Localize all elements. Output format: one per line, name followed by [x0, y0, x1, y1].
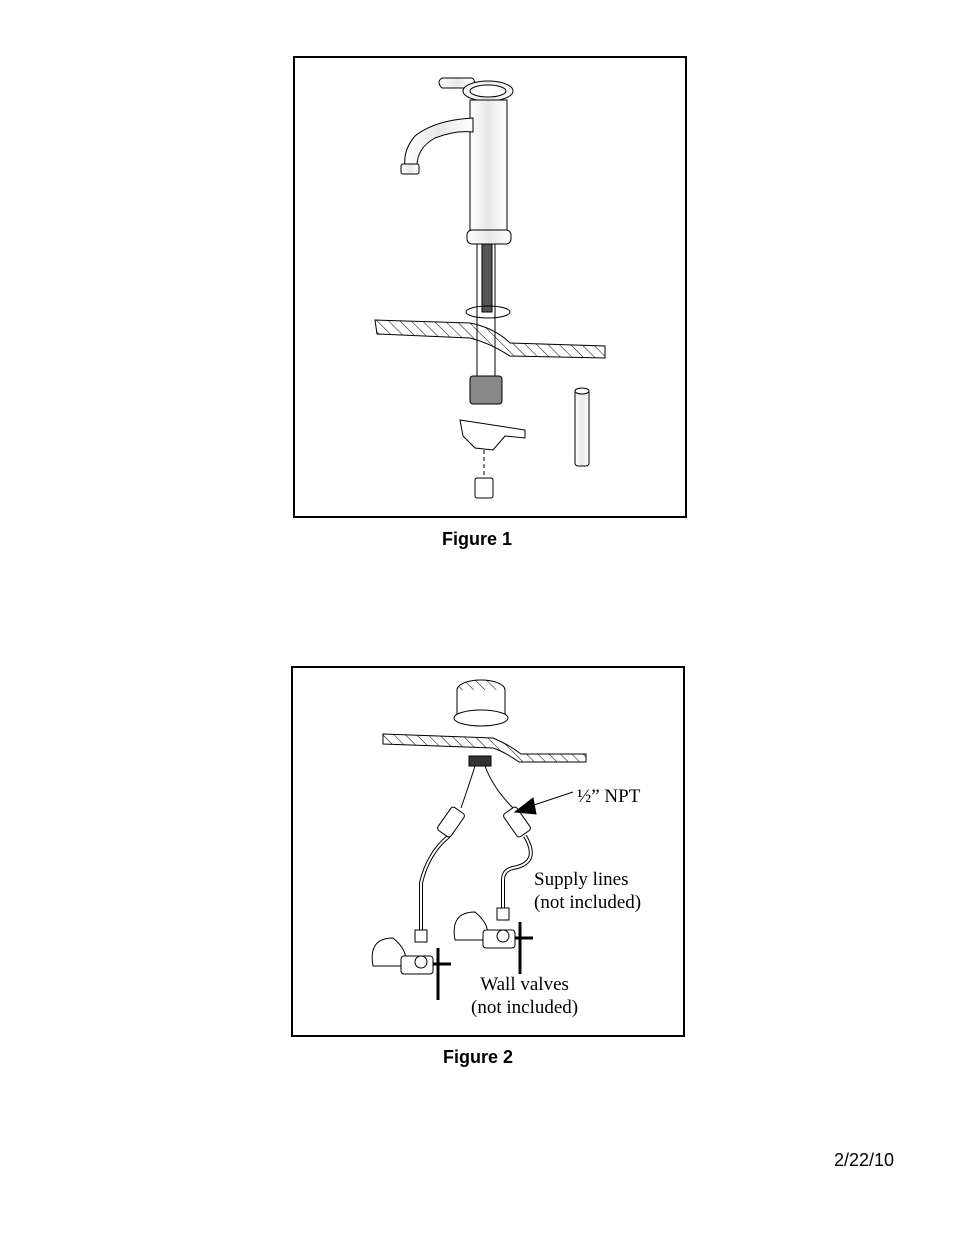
figure-1-caption: Figure 1: [442, 529, 513, 549]
mounting-nut: [474, 477, 494, 499]
supply-tube-right: [484, 765, 514, 809]
wall-valves-label-line1: Wall valves: [480, 974, 569, 995]
installation-wrench: [574, 389, 590, 467]
mounting-bracket: [459, 419, 526, 451]
wall-valves-label: Wall valves (not included): [471, 973, 578, 1019]
figure-2-caption: Figure 2: [443, 1047, 514, 1067]
wall-valves-label-line2: (not included): [471, 997, 579, 1018]
supply-line-right: [501, 834, 533, 908]
countertop-section: [374, 319, 606, 359]
npt-label: ½” NPT: [577, 786, 641, 807]
faucet-body: [469, 99, 508, 231]
tube-connector: [469, 375, 503, 405]
faucet-spout: [404, 117, 474, 167]
supply-lines-illustration: [371, 679, 587, 1000]
wall-valve-right: [453, 911, 533, 974]
supply-lines-label-line1: Supply lines: [534, 869, 629, 890]
document-date: 2/22/10: [834, 1150, 895, 1170]
wall-valve-left: [371, 937, 451, 1000]
supply-lines-label-line2: (not included): [534, 892, 642, 913]
npt-arrow: [513, 797, 537, 815]
countertop-section: [382, 733, 587, 763]
supply-tube-left: [460, 765, 476, 809]
figure-1-frame: [293, 56, 687, 518]
figure-2-frame: ½” NPT Supply lines (not included) Wall …: [291, 666, 685, 1037]
faucet-base-ring: [466, 229, 512, 245]
supply-lines-label: Supply lines (not included): [534, 868, 641, 914]
faucet-exploded-illustration: [374, 77, 606, 499]
